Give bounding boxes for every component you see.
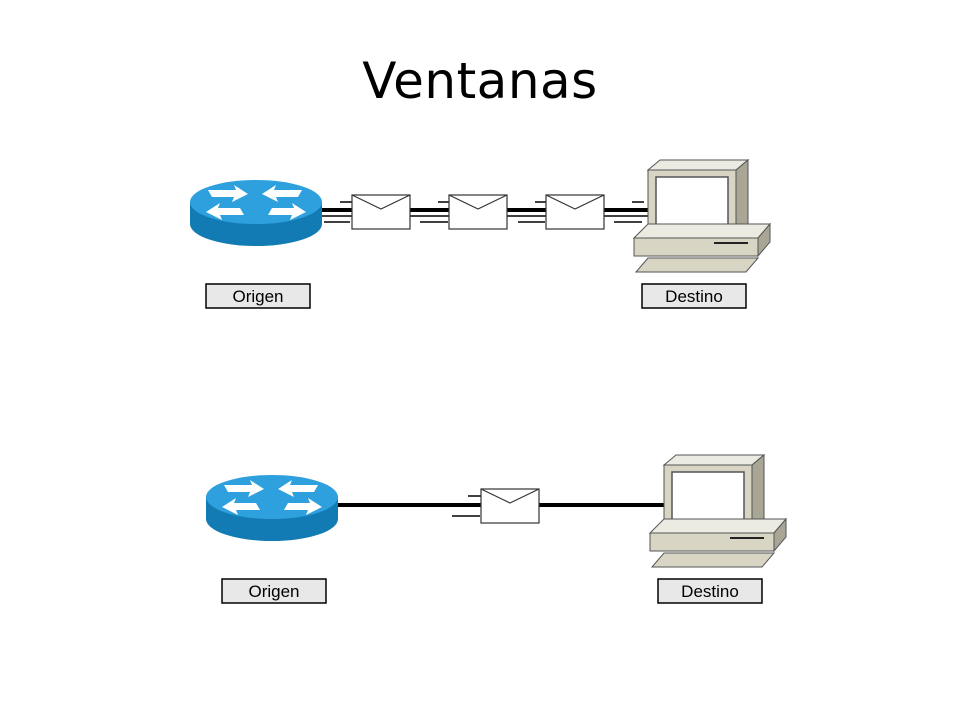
destination-label-box: [641, 283, 747, 309]
envelope-icon: [351, 194, 411, 230]
destination-label: Destino: [681, 582, 739, 601]
scenario-2: Origen Destino: [206, 454, 787, 604]
envelope-icon: [480, 488, 540, 524]
router-icon: [206, 475, 338, 541]
source-label-box: [205, 283, 311, 309]
scenario-1: Origen Destino: [190, 159, 771, 309]
motion-lines: [324, 201, 644, 223]
destination-label: Destino: [665, 287, 723, 306]
motion-lines: [452, 495, 482, 517]
source-label-box: [221, 578, 327, 604]
envelope-icon: [545, 194, 605, 230]
destination-label-box: [657, 578, 763, 604]
desktop-computer-icon: [649, 454, 787, 568]
envelope-icon: [448, 194, 508, 230]
desktop-computer-icon: [633, 159, 771, 273]
source-label: Origen: [232, 287, 283, 306]
router-icon: [190, 180, 322, 246]
source-label: Origen: [248, 582, 299, 601]
slide-title: Ventanas: [362, 52, 598, 110]
